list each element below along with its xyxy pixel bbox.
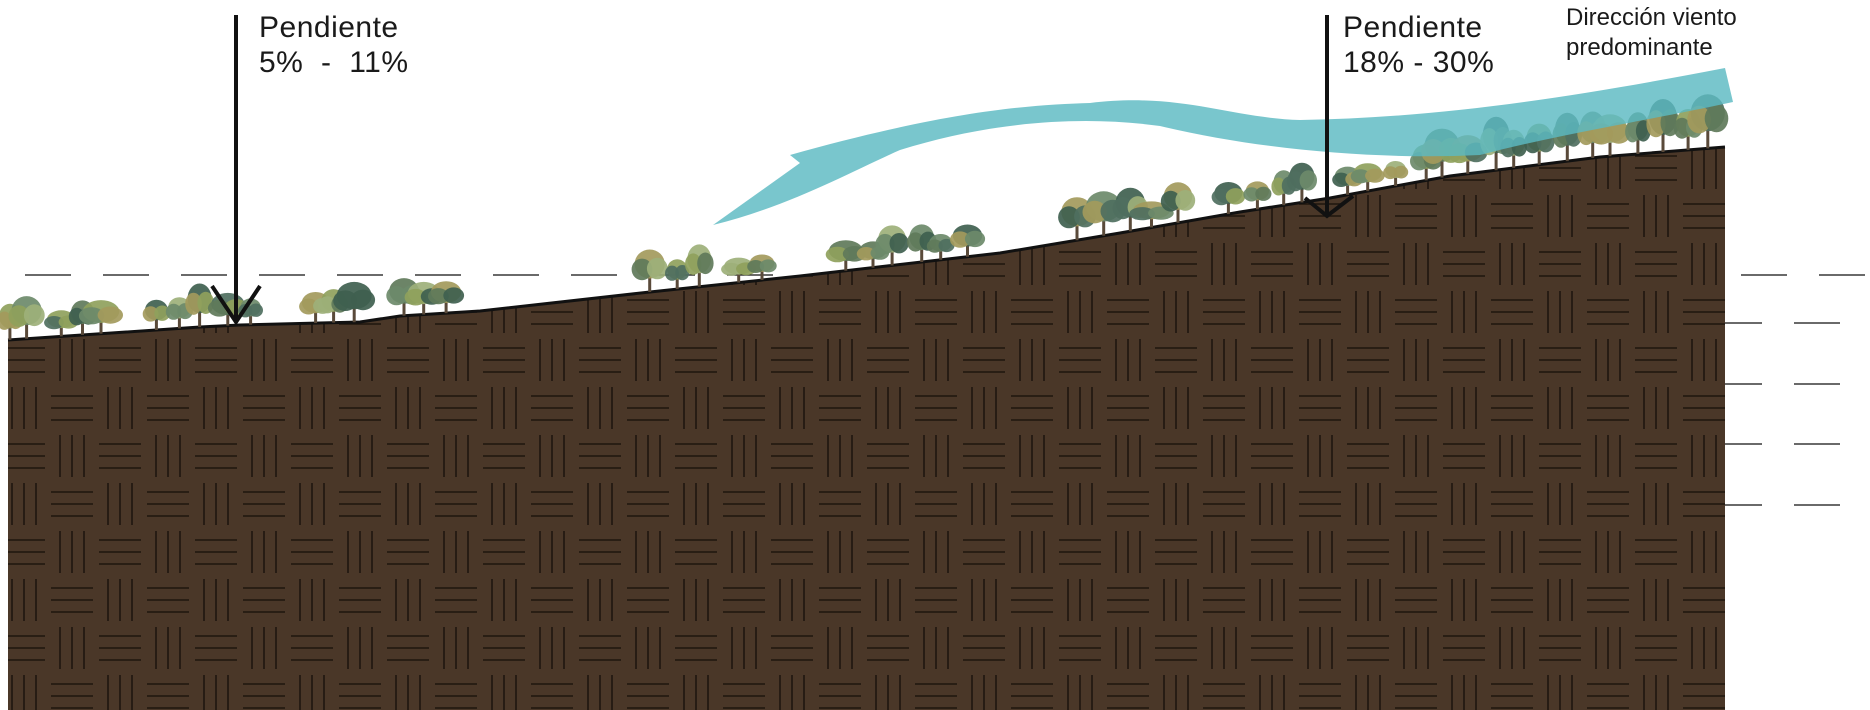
- wind-label-line2: predominante: [1566, 33, 1737, 63]
- pointer-arrow-icon: [212, 15, 260, 322]
- tree-icon: [1212, 182, 1246, 214]
- tree-icon: [1287, 163, 1317, 203]
- tree-icon: [1383, 161, 1408, 186]
- slope-annotation-left: Pendiente 5% - 11%: [259, 10, 409, 81]
- slope-range: 18% - 30%: [1343, 45, 1494, 80]
- slope-range: 5% - 11%: [259, 45, 409, 80]
- wind-label-line1: Dirección viento: [1566, 3, 1737, 33]
- tree-icon: [950, 225, 985, 257]
- tree-icon: [9, 296, 45, 339]
- slope-title: Pendiente: [259, 10, 409, 45]
- slope-title: Pendiente: [1343, 10, 1494, 45]
- tree-icon: [143, 300, 170, 330]
- tree-icon: [685, 244, 714, 286]
- tree-icon: [1351, 163, 1385, 191]
- tree-icon: [333, 282, 375, 322]
- wind-annotation: Dirección viento predominante: [1566, 3, 1737, 63]
- tree-icon: [1243, 181, 1271, 209]
- slope-annotation-right: Pendiente 18% - 30%: [1343, 10, 1494, 81]
- soil-section: [8, 147, 1725, 710]
- tree-icon: [632, 250, 668, 293]
- tree-icon: [747, 255, 777, 280]
